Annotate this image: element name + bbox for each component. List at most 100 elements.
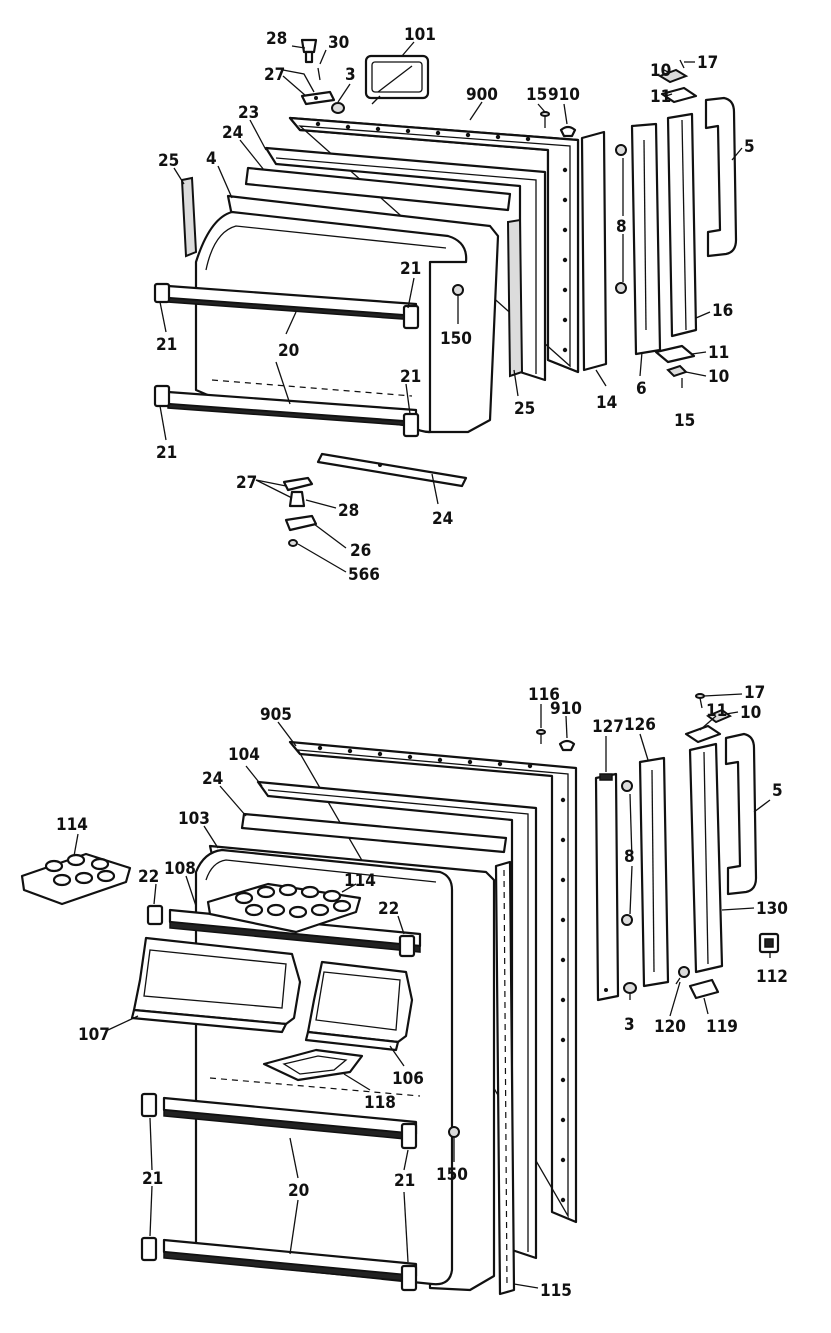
label-127: 127: [592, 717, 624, 737]
retainer-strip-24-bottom: [316, 452, 468, 488]
label-23: 23: [238, 103, 259, 123]
screw-120: [675, 966, 690, 985]
shelf-bracket-22-right: [398, 934, 416, 958]
label-910: 910: [548, 85, 580, 105]
label-150: 150: [436, 1165, 468, 1185]
shelf-bracket-22-left: [146, 904, 164, 926]
strip-25-left: [180, 176, 198, 258]
label-21: 21: [400, 367, 421, 387]
label-118: 118: [364, 1093, 396, 1113]
shelf-bracket-21-ll: [140, 1236, 158, 1262]
label-24: 24: [432, 509, 453, 529]
plate-11: [684, 724, 722, 744]
door-bin-106: [304, 960, 414, 1052]
shelf-bracket-21-ur: [400, 1122, 418, 1150]
label-28: 28: [338, 501, 359, 521]
label-15: 15: [526, 85, 547, 105]
block-119: [688, 978, 720, 1000]
shelf-bracket-21-ul: [153, 282, 171, 304]
label-119: 119: [706, 1017, 738, 1037]
label-24: 24: [222, 123, 243, 143]
screw-150: [452, 284, 464, 296]
label-27: 27: [236, 473, 257, 493]
label-116: 116: [528, 685, 560, 705]
shelf-bracket-21-ul: [140, 1092, 158, 1118]
label-108: 108: [164, 859, 196, 879]
label-900: 900: [466, 85, 498, 105]
label-106: 106: [392, 1069, 424, 1089]
hinge-top-parts: [300, 38, 336, 106]
door-panel-900: [288, 116, 580, 374]
label-21: 21: [394, 1171, 415, 1191]
screw-8-top-b: [615, 282, 627, 294]
label-17: 17: [744, 683, 765, 703]
label-30: 30: [328, 33, 349, 53]
channel-6: [630, 122, 662, 356]
label-11: 11: [708, 343, 729, 363]
label-25: 25: [158, 151, 179, 171]
label-3: 3: [345, 65, 356, 85]
label-114: 114: [56, 815, 88, 835]
label-905: 905: [260, 705, 292, 725]
screw-17: [699, 697, 703, 709]
shelf-bracket-21-ur: [402, 304, 420, 330]
label-21: 21: [156, 443, 177, 463]
washer-10-bottom: [666, 364, 688, 378]
leader-lines-bottom: [73, 693, 771, 1289]
top-door-assembly: 28 30 101 27 3 900 15 910 10 17 11 23 24…: [153, 25, 755, 585]
label-150: 150: [440, 329, 472, 349]
label-11: 11: [706, 701, 727, 721]
plate-11-top: [660, 86, 698, 104]
label-103: 103: [178, 809, 210, 829]
label-16: 16: [712, 301, 733, 321]
label-3: 3: [624, 1015, 635, 1035]
door-bin-107: [130, 936, 302, 1034]
leader-lines-top: [159, 41, 743, 573]
label-21: 21: [156, 335, 177, 355]
strip-25-right: [506, 218, 524, 378]
screw-17-top: [679, 59, 685, 69]
plug-910-top: [559, 125, 577, 138]
label-10: 10: [740, 703, 761, 723]
screw-150: [448, 1126, 460, 1138]
label-26: 26: [350, 541, 371, 561]
label-5: 5: [744, 137, 755, 157]
label-11: 11: [650, 87, 671, 107]
shelf-bracket-21-lr: [402, 412, 420, 438]
egg-tray-114: [20, 852, 132, 906]
shelf-bracket-21-lr: [400, 1264, 418, 1292]
label-126: 126: [624, 715, 656, 735]
label-5: 5: [772, 781, 783, 801]
label-120: 120: [654, 1017, 686, 1037]
bottom-labels: 116 910 17 905 127 126 11 10 104 5 24 11…: [56, 683, 788, 1301]
label-20: 20: [278, 341, 299, 361]
label-8: 8: [616, 217, 627, 237]
channel-126: [638, 756, 670, 988]
label-28: 28: [266, 29, 287, 49]
plug-910: [558, 739, 576, 752]
label-101: 101: [404, 25, 436, 45]
top-labels: 28 30 101 27 3 900 15 910 10 17 11 23 24…: [156, 25, 755, 585]
label-25: 25: [514, 399, 535, 419]
label-8: 8: [624, 847, 635, 867]
label-24: 24: [202, 769, 223, 789]
label-27: 27: [264, 65, 285, 85]
retainer-strip-24: [240, 812, 508, 854]
label-17: 17: [697, 53, 718, 73]
label-130: 130: [756, 899, 788, 919]
hinge-bottom-parts: [282, 476, 318, 547]
egg-tray-114-installed: [206, 882, 362, 934]
label-10: 10: [650, 61, 671, 81]
strip-115: [494, 860, 516, 1296]
label-22: 22: [138, 867, 159, 887]
label-115: 115: [540, 1281, 572, 1301]
tray-118: [262, 1048, 364, 1082]
plate-11-bottom: [654, 344, 696, 364]
label-112: 112: [756, 967, 788, 987]
screw-8-top-a: [615, 144, 627, 156]
plug-3-top: [331, 102, 345, 114]
label-21: 21: [400, 259, 421, 279]
label-114: 114: [344, 871, 376, 891]
screw-8-b: [621, 914, 633, 926]
